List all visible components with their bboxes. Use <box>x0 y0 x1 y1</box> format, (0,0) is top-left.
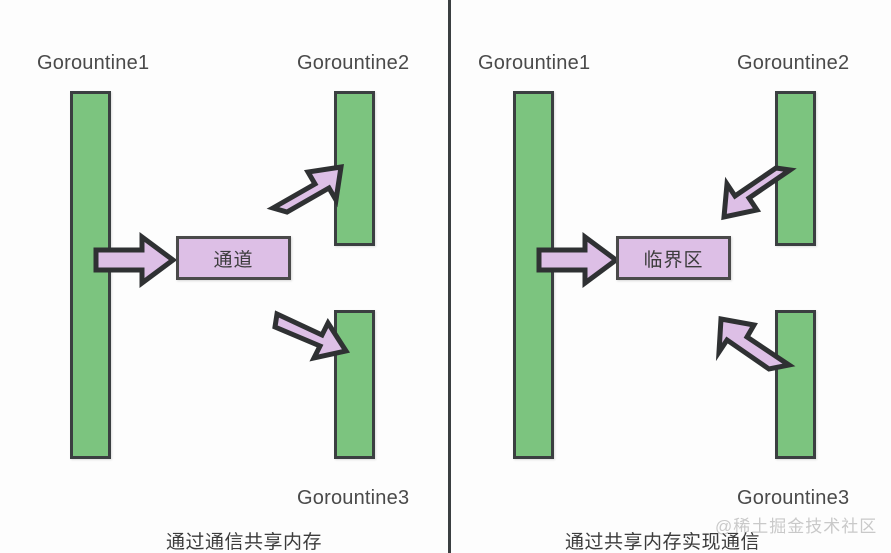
label-goroutine2-right: Gorountine2 <box>737 52 850 74</box>
arrow-g3-to-critical <box>715 316 796 372</box>
panel-right: Gorountine1 Gorountine2 临界区 Gorountine3 … <box>449 0 891 553</box>
caption-left: 通过通信共享内存 <box>166 532 323 553</box>
label-goroutine1-right: Gorountine1 <box>478 52 591 74</box>
arrow-g2-to-critical <box>721 165 797 221</box>
panel-divider <box>448 0 451 553</box>
goroutine3-bar-left <box>334 310 375 459</box>
watermark: @稀土掘金技术社区 <box>715 517 878 536</box>
goroutine1-bar-left <box>70 91 111 459</box>
arrow-channel-to-g3 <box>272 310 351 362</box>
arrow-g1-to-critical <box>536 232 621 288</box>
label-goroutine2-left: Gorountine2 <box>297 52 410 74</box>
label-goroutine3-left: Gorountine3 <box>297 487 410 509</box>
panel-left: Gorountine1 Gorountine2 通道 Gorountine3 通… <box>37 52 410 553</box>
label-goroutine3-right: Gorountine3 <box>737 487 850 509</box>
channel-box: 通道 <box>176 236 291 280</box>
arrow-g1-to-channel <box>93 232 178 288</box>
caption-right: 通过共享内存实现通信 <box>565 532 761 553</box>
arrow-channel-to-g2 <box>266 164 344 215</box>
goroutine1-bar-right <box>513 91 554 459</box>
critical-section-box: 临界区 <box>616 236 731 280</box>
goroutine3-bar-right <box>775 310 816 459</box>
label-goroutine1-left: Gorountine1 <box>37 52 150 74</box>
